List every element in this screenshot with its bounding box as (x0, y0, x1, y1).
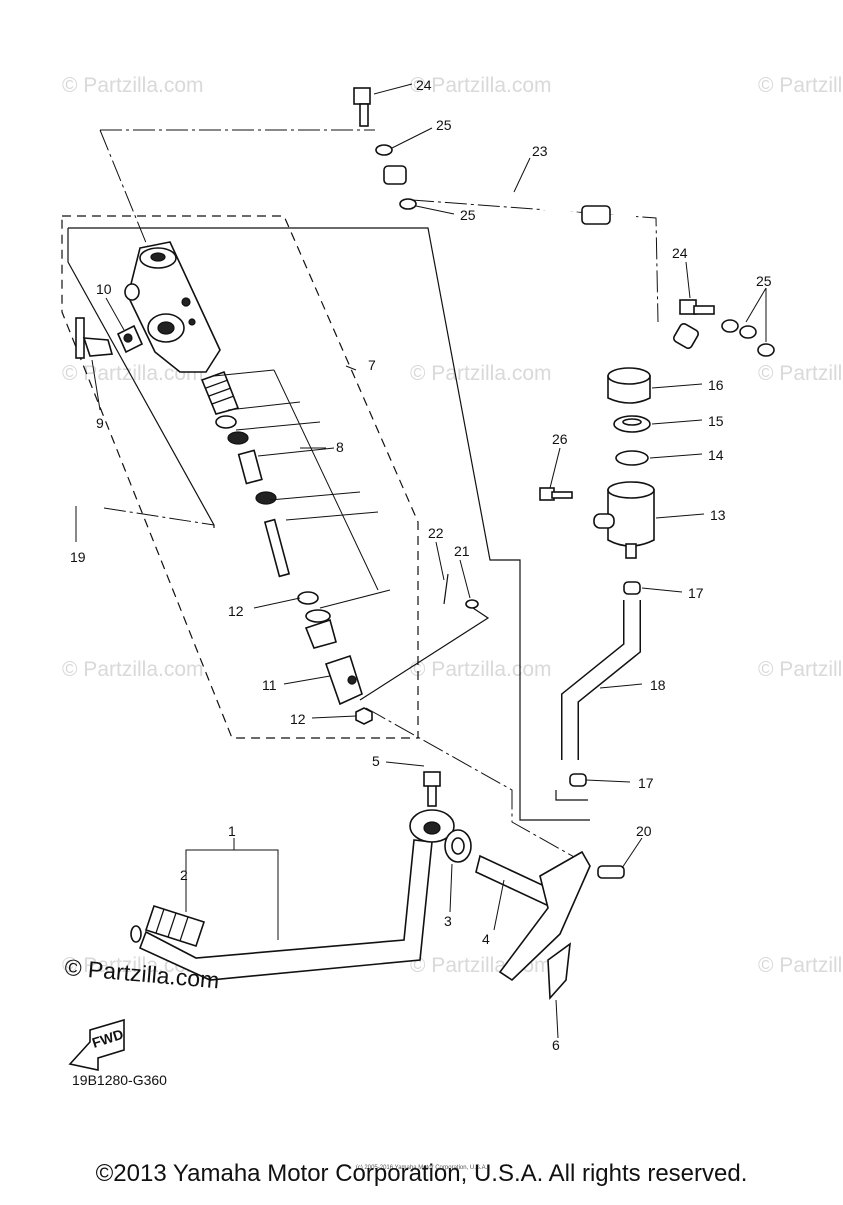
watermark: © Partzilla.com (410, 362, 552, 385)
watermark: © Partzilla.com (62, 362, 204, 385)
callout: 4 (482, 931, 490, 947)
callout: 25 (460, 207, 476, 223)
watermark: © Partzilla.com (62, 74, 204, 97)
callout: 8 (336, 439, 344, 455)
callout: 2 (180, 867, 188, 883)
brake-pedal (130, 771, 455, 981)
callout: 26 (552, 431, 568, 447)
callout: 14 (708, 447, 724, 463)
callout: 11 (262, 677, 277, 693)
callout: 18 (650, 677, 666, 693)
cap-bracket (75, 317, 114, 359)
master-cylinder-body (124, 241, 221, 373)
callout: 9 (96, 415, 104, 431)
fwd-arrow-icon: FWD (68, 1018, 125, 1071)
callout: 1 (228, 823, 236, 839)
reservoir-assembly (539, 367, 655, 559)
pedal-shaft (444, 829, 625, 1000)
callout: 21 (454, 543, 470, 559)
diagram-code: 19B1280-G360 (72, 1072, 167, 1088)
copyright-footer: ©2013 Yamaha Motor Corporation, U.S.A. A… (95, 1160, 748, 1187)
bleeder-screw (116, 324, 144, 354)
union-bolts (353, 87, 775, 357)
nuts-and-clevis (297, 573, 479, 725)
callout: 19 (70, 549, 86, 565)
callout: 25 (436, 117, 452, 133)
callout: 20 (636, 823, 652, 839)
watermark: © Partzilla.com (410, 74, 552, 97)
callout: 17 (688, 585, 704, 601)
watermark: © Partzilla.com (410, 658, 552, 681)
watermark: © Partzilla.com (758, 658, 843, 681)
callout: 7 (368, 357, 376, 373)
watermark: © Partzilla.com (758, 74, 843, 97)
callout: 13 (710, 507, 726, 523)
callout-labels: 24 25 23 25 24 25 10 9 7 8 16 15 26 14 1… (70, 77, 772, 1053)
callout: 6 (552, 1037, 560, 1053)
callout: 22 (428, 525, 444, 541)
callout: 12 (290, 711, 306, 727)
callout: 3 (444, 913, 452, 929)
callout: 25 (756, 273, 772, 289)
callout: 12 (228, 603, 244, 619)
brake-hose (383, 164, 742, 356)
watermark: © Partzilla.com (758, 954, 843, 977)
callout: 24 (416, 77, 432, 93)
callout: 23 (532, 143, 548, 159)
callout: 24 (672, 245, 688, 261)
leader-lines (75, 83, 767, 1039)
watermark: © Partzilla.com (62, 658, 204, 681)
callout: 17 (638, 775, 654, 791)
tiny-credit: (c) 2005-2016 Yamaha Motor Corporation, … (355, 1165, 488, 1171)
piston-kit (200, 369, 391, 609)
callout: 15 (708, 413, 724, 429)
callout: 16 (708, 377, 724, 393)
watermark: © Partzilla.com (758, 362, 843, 385)
callout: 5 (372, 753, 380, 769)
callout: 10 (96, 281, 112, 297)
reservoir-hose (561, 581, 641, 787)
